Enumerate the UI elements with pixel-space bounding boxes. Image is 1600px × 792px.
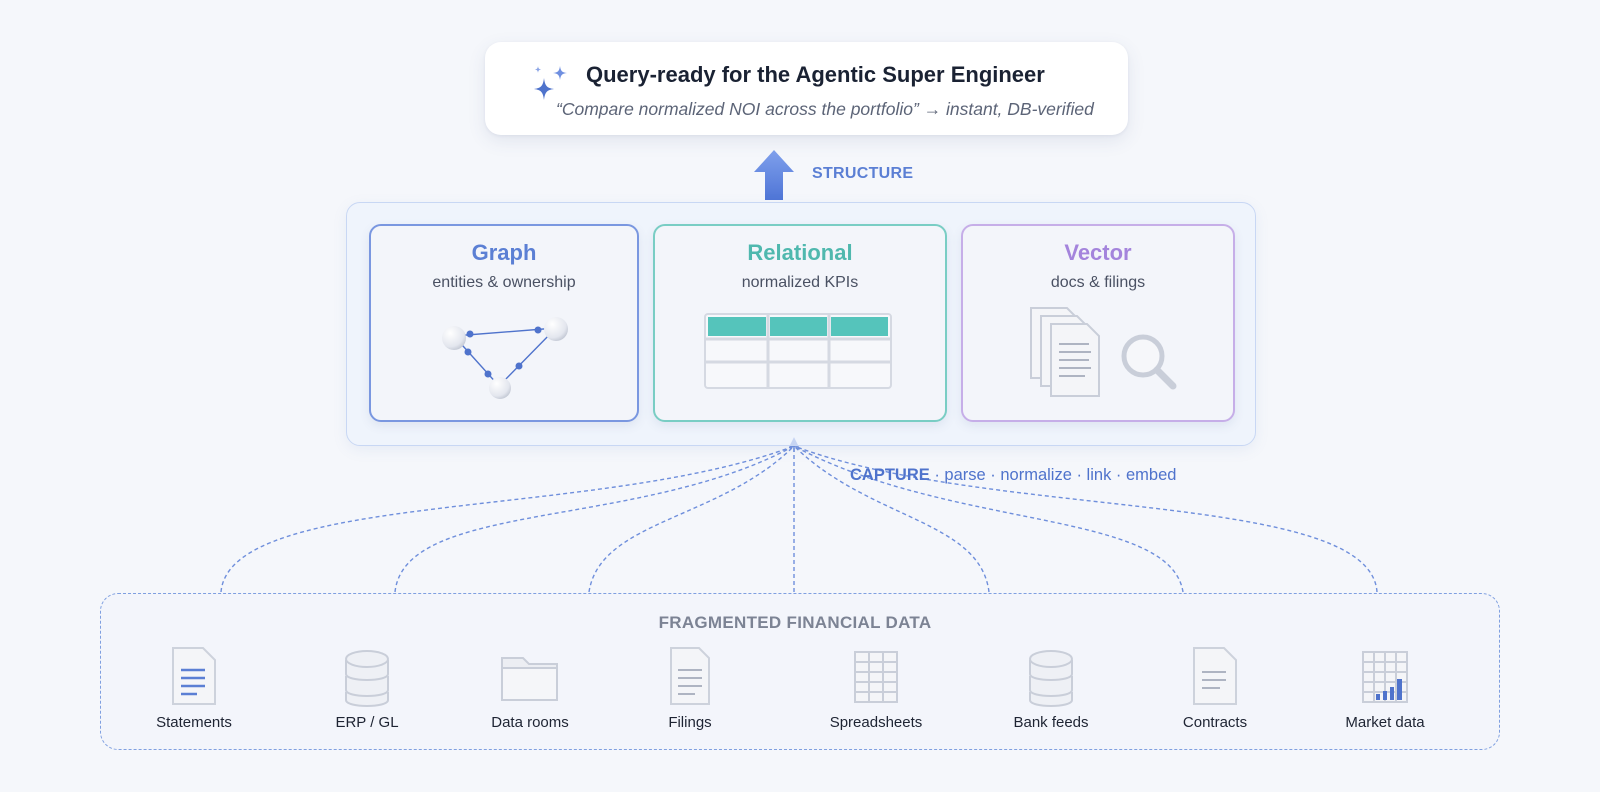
capture-title: CAPTURE — [850, 466, 930, 484]
graph-network-icon — [442, 317, 568, 399]
source-bank-feeds: Bank feeds — [976, 646, 1126, 731]
source-erp-gl: ERP / GL — [292, 646, 442, 731]
source-filings: Filings — [615, 646, 765, 731]
database-icon — [1029, 650, 1073, 707]
store-subtitle: entities & ownership — [432, 274, 576, 291]
connector-erp — [394, 445, 795, 593]
connector-datarooms — [588, 445, 795, 593]
market-chart-icon — [1362, 651, 1408, 703]
source-label: Data rooms — [491, 714, 569, 731]
store-card-graph: Graph entities & ownership — [369, 224, 639, 422]
capture-label: CAPTURE · parse · normalize · link · emb… — [850, 466, 1176, 485]
sources-title: FRAGMENTED FINANCIAL DATA — [658, 613, 932, 632]
source-market-data: Market data — [1310, 646, 1460, 731]
store-title: Vector — [1064, 240, 1132, 265]
source-statements: Statements — [119, 646, 269, 731]
source-label: Bank feeds — [1013, 714, 1089, 731]
connector-statements — [220, 445, 795, 593]
statement-doc-icon — [172, 647, 216, 705]
capture-steps: · parse · normalize · link · embed — [929, 466, 1177, 484]
spreadsheet-icon — [854, 651, 898, 703]
source-label: Contracts — [1182, 714, 1248, 731]
structure-arrow-icon — [754, 150, 794, 200]
source-contracts: Contracts — [1140, 646, 1290, 731]
source-label: Market data — [1345, 714, 1425, 731]
store-card-vector: Vector docs & filings — [961, 224, 1235, 422]
database-icon — [345, 650, 389, 707]
source-label: Filings — [668, 714, 712, 731]
query-title: Query-ready for the Agentic Super Engine… — [586, 62, 1045, 87]
store-subtitle: normalized KPIs — [741, 274, 859, 291]
source-label: ERP / GL — [335, 714, 399, 731]
folder-icon — [501, 657, 558, 701]
store-title: Graph — [471, 240, 537, 265]
structure-label: STRUCTURE — [812, 165, 914, 182]
documents-search-icon — [1030, 307, 1177, 397]
source-data-rooms: Data rooms — [455, 646, 605, 731]
sparkle-icon — [534, 66, 567, 100]
fragmented-data-box — [100, 593, 1500, 750]
store-subtitle: docs & filings — [1050, 274, 1146, 291]
query-card — [485, 42, 1128, 135]
filing-doc-icon — [670, 647, 710, 705]
query-subtitle: “Compare normalized NOI across the portf… — [556, 99, 1094, 119]
store-card-relational: Relational normalized KPIs — [653, 224, 947, 422]
table-icon — [704, 313, 892, 389]
source-label: Spreadsheets — [829, 714, 923, 731]
source-label: Statements — [156, 714, 232, 731]
contract-doc-icon — [1193, 647, 1237, 705]
source-spreadsheets: Spreadsheets — [801, 646, 951, 731]
store-title: Relational — [747, 240, 853, 265]
